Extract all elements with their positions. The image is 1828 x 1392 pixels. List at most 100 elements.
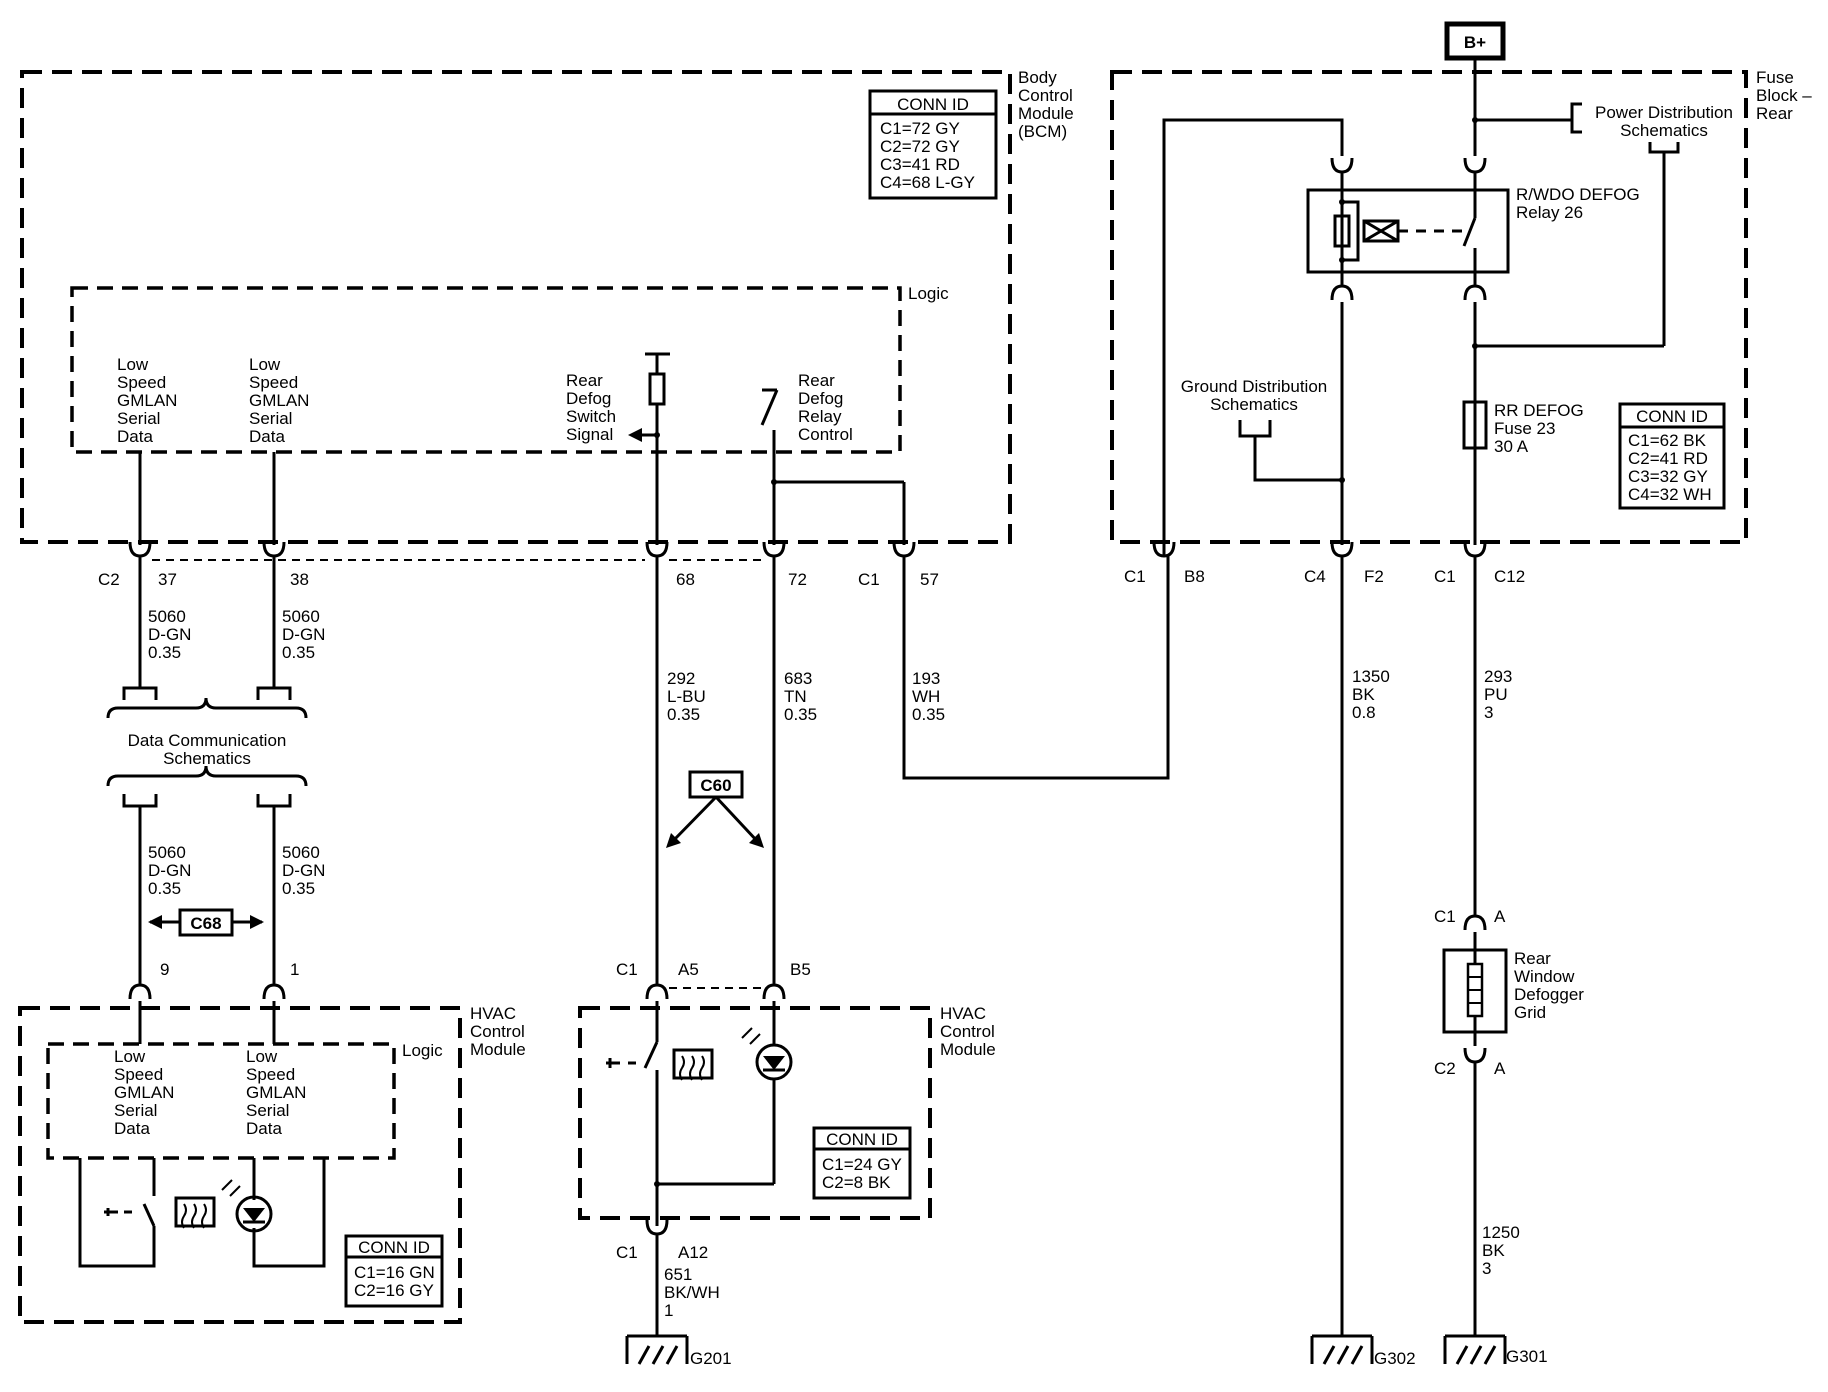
bcm-label-2: Control xyxy=(1018,86,1073,105)
svg-text:Schematics: Schematics xyxy=(1620,121,1708,140)
fuse-label: RR DEFOG Fuse 23 30 A xyxy=(1494,401,1584,456)
svg-text:C2=8 BK: C2=8 BK xyxy=(822,1173,891,1192)
svg-text:3: 3 xyxy=(1484,703,1493,722)
pin-1: 1 xyxy=(290,960,299,979)
svg-text:Ground Distribution: Ground Distribution xyxy=(1181,377,1327,396)
pin-38: 38 xyxy=(290,570,309,589)
svg-text:0.35: 0.35 xyxy=(148,879,181,898)
svg-text:C1=24 GY: C1=24 GY xyxy=(822,1155,902,1174)
bcm-label-3: Module xyxy=(1018,104,1074,123)
led-indicator-icon xyxy=(221,1158,326,1268)
hvac-left-gmlan-2-label: Low Speed GMLAN Serial Data xyxy=(246,1047,306,1138)
svg-text:C1=62 BK: C1=62 BK xyxy=(1628,431,1707,450)
svg-text:D-GN: D-GN xyxy=(148,625,191,644)
conn-c1-label: C1 xyxy=(1124,567,1146,586)
svg-text:Rear: Rear xyxy=(1756,104,1793,123)
defogger-grid-label: Rear Window Defogger Grid xyxy=(1514,949,1584,1022)
svg-text:BK: BK xyxy=(1482,1241,1505,1260)
pin-9: 9 xyxy=(160,960,169,979)
hvac-left-logic-box xyxy=(46,1042,396,1160)
svg-text:D-GN: D-GN xyxy=(148,861,191,880)
pin-a5: A5 xyxy=(678,960,699,979)
bcm-label: Body Control Module (BCM) xyxy=(1018,68,1074,141)
svg-text:Schematics: Schematics xyxy=(1210,395,1298,414)
hvac-left-gmlan-1-label: Low Speed GMLAN Serial Data xyxy=(114,1047,174,1138)
svg-text:30 A: 30 A xyxy=(1494,437,1529,456)
ground-g201-icon xyxy=(625,1334,689,1366)
pin-a: A xyxy=(1494,907,1506,926)
svg-text:Power Distribution: Power Distribution xyxy=(1595,103,1733,122)
svg-text:Fuse: Fuse xyxy=(1756,68,1794,87)
bcm-conn-id-row: C2=72 GY xyxy=(880,137,960,156)
svg-text:Serial: Serial xyxy=(117,409,160,428)
hvac-left-box xyxy=(18,1006,462,1324)
svg-text:Speed: Speed xyxy=(114,1065,163,1084)
ground-g201-label: G201 xyxy=(690,1349,732,1368)
svg-text:292: 292 xyxy=(667,669,695,688)
rear-defog-switch-signal-label: Rear Defog Switch Signal xyxy=(566,371,616,444)
bcm-gmlan-1-label: Low Speed GMLAN Serial Data xyxy=(117,355,177,446)
bcm-logic-label: Logic xyxy=(908,284,949,303)
wire-193-label: 193 WH 0.35 xyxy=(912,669,945,724)
bcm-conn-id-table: CONN ID C1=72 GY C2=72 GY C3=41 RD C4=68… xyxy=(868,89,998,200)
svg-text:GMLAN: GMLAN xyxy=(114,1083,174,1102)
pin-c12: C12 xyxy=(1494,567,1525,586)
svg-text:HVAC: HVAC xyxy=(940,1004,986,1023)
svg-text:Low: Low xyxy=(246,1047,278,1066)
svg-text:Rear: Rear xyxy=(798,371,835,390)
svg-text:TN: TN xyxy=(784,687,807,706)
svg-text:Serial: Serial xyxy=(246,1101,289,1120)
bcm-conn-id-row: C3=41 RD xyxy=(880,155,960,174)
svg-text:Serial: Serial xyxy=(249,409,292,428)
bcm-gmlan-2-label: Low Speed GMLAN Serial Data xyxy=(249,355,309,446)
pin-68: 68 xyxy=(676,570,695,589)
c60-callout: C60 xyxy=(666,770,764,848)
hvac-left-conn-id-table: CONN ID C1=16 GN C2=16 GY xyxy=(344,1234,444,1308)
ground-g302-icon xyxy=(1310,1334,1374,1366)
fuse-icon xyxy=(1462,400,1488,450)
conn-c4-label: C4 xyxy=(1304,567,1326,586)
svg-text:Data: Data xyxy=(117,427,153,446)
relay-label: R/WDO DEFOG Relay 26 xyxy=(1516,185,1640,222)
conn-c1-label: C1 xyxy=(1434,907,1456,926)
fuse-block-label: Fuse Block – Rear xyxy=(1756,68,1812,123)
pin-f2: F2 xyxy=(1364,567,1384,586)
svg-text:5060: 5060 xyxy=(282,843,320,862)
wire-683-label: 683 TN 0.35 xyxy=(784,669,817,724)
svg-text:1350: 1350 xyxy=(1352,667,1390,686)
svg-text:C2=16 GY: C2=16 GY xyxy=(354,1281,434,1300)
svg-text:CONN ID: CONN ID xyxy=(826,1130,898,1149)
hvac-right-label: HVAC Control Module xyxy=(940,1004,996,1059)
conn-c1-label: C1 xyxy=(858,570,880,589)
svg-text:C4=32 WH: C4=32 WH xyxy=(1628,485,1712,504)
svg-text:1: 1 xyxy=(664,1301,673,1320)
svg-text:193: 193 xyxy=(912,669,940,688)
pin-a12: A12 xyxy=(678,1243,708,1262)
svg-text:C68: C68 xyxy=(190,914,221,933)
svg-text:D-GN: D-GN xyxy=(282,861,325,880)
relay-icon xyxy=(1306,172,1510,286)
bcm-conn-id-title: CONN ID xyxy=(897,95,969,114)
svg-text:GMLAN: GMLAN xyxy=(117,391,177,410)
conn-c2-label: C2 xyxy=(1434,1059,1456,1078)
power-dist-schematic-ref: Power Distribution Schematics xyxy=(1472,102,1733,349)
hvac-right-conn-id-table: CONN ID C1=24 GY C2=8 BK xyxy=(812,1126,912,1200)
svg-text:Block –: Block – xyxy=(1756,86,1812,105)
svg-text:0.35: 0.35 xyxy=(282,879,315,898)
bcm-box xyxy=(20,70,1012,544)
hvac-right-switch-icon xyxy=(606,1001,659,1226)
svg-text:Data: Data xyxy=(249,427,285,446)
svg-text:0.35: 0.35 xyxy=(912,705,945,724)
conn-c1-label: C1 xyxy=(616,1243,638,1262)
svg-text:5060: 5060 xyxy=(148,843,186,862)
bcm-conn-id-row: C1=72 GY xyxy=(880,119,960,138)
svg-text:BK: BK xyxy=(1352,685,1375,704)
svg-text:0.35: 0.35 xyxy=(282,643,315,662)
svg-text:R/WDO DEFOG: R/WDO DEFOG xyxy=(1516,185,1640,204)
conn-c1-label: C1 xyxy=(1434,567,1456,586)
svg-text:Data Communication: Data Communication xyxy=(128,731,287,750)
defogger-grid-icon xyxy=(1442,932,1508,1046)
svg-text:Defog: Defog xyxy=(798,389,843,408)
ground-g302-label: G302 xyxy=(1374,1349,1416,1368)
